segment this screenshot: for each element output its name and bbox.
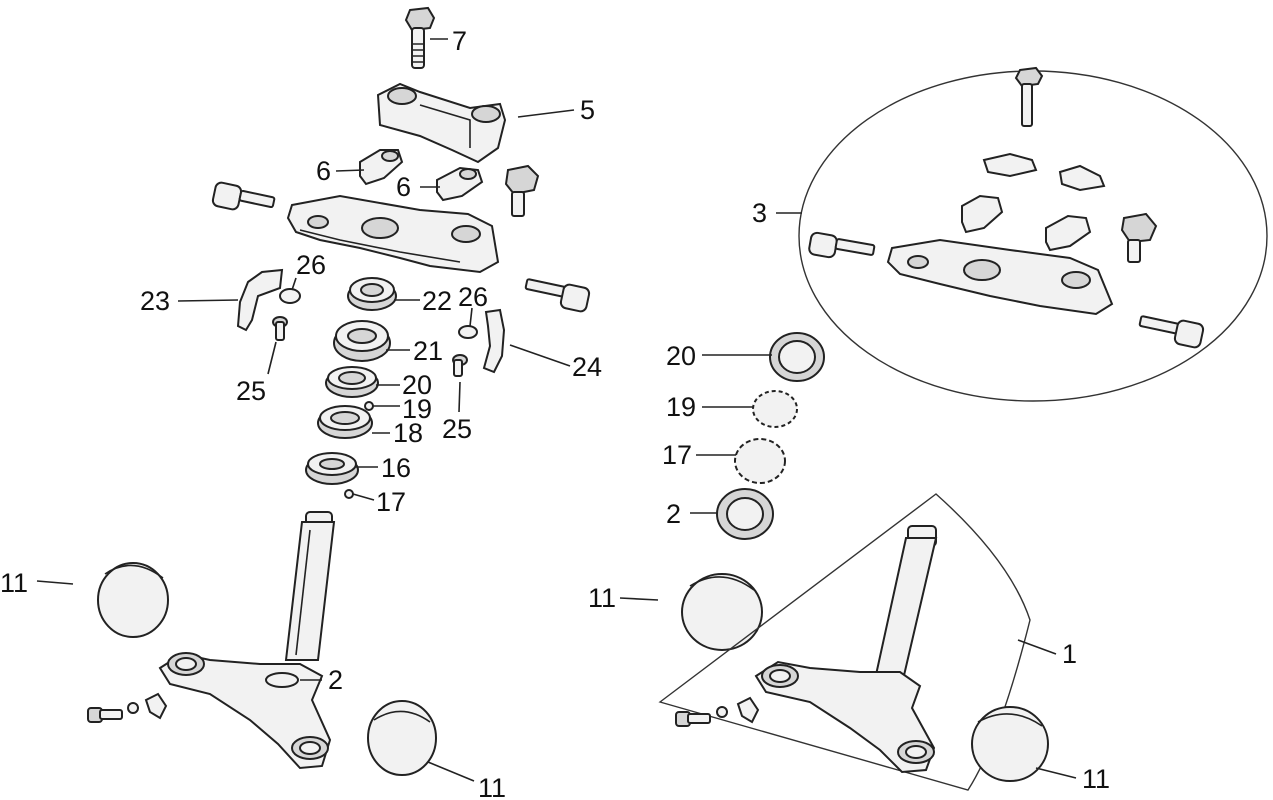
callout-6: 6 — [396, 172, 411, 202]
callout-25: 25 — [236, 376, 266, 406]
callout-19: 19 — [402, 394, 432, 424]
callout-6: 6 — [316, 156, 331, 186]
part-19-ball — [364, 401, 374, 411]
part-20-race-right — [769, 332, 825, 382]
part-17-cage-right — [734, 438, 786, 484]
callout-3: 3 — [752, 198, 767, 228]
callout-20: 20 — [402, 370, 432, 400]
callout-19: 19 — [666, 392, 696, 422]
part-7-bolt — [404, 6, 436, 69]
part-11-plug-c — [681, 573, 763, 651]
callout-11: 11 — [588, 583, 616, 613]
callout-22: 22 — [422, 286, 452, 316]
callout-16: 16 — [381, 453, 411, 483]
callout-24: 24 — [572, 352, 602, 382]
part-26-washer-b — [458, 325, 478, 339]
callout-17: 17 — [662, 440, 692, 470]
part-18-bearing — [317, 405, 373, 439]
callout-21: 21 — [413, 336, 443, 366]
callout-26: 26 — [458, 282, 488, 312]
callout-17: 17 — [376, 487, 406, 517]
callout-20: 20 — [666, 341, 696, 371]
right-assembly — [619, 66, 1268, 791]
callout-18: 18 — [393, 418, 423, 448]
part-11-plug-d — [971, 706, 1049, 782]
part-1-steering-stem-right — [675, 525, 938, 774]
part-22-nut — [347, 277, 397, 311]
socket-bolt-left — [211, 181, 276, 211]
callout-23: 23 — [140, 286, 170, 316]
part-3-contents — [808, 66, 1205, 349]
callout-1: 1 — [1062, 639, 1077, 669]
callout-labels: 7 5 6 6 26 23 22 26 21 24 25 20 19 18 25… — [0, 26, 1110, 800]
callout-25: 25 — [442, 414, 472, 444]
part-2-race-right — [716, 488, 774, 540]
part-26-washer-a — [279, 288, 301, 304]
part-11-plug-b — [367, 700, 437, 776]
right-leader-lines — [619, 212, 1077, 779]
part-2-steering-stem — [158, 511, 336, 770]
bottom-bolt-set — [87, 692, 168, 723]
part-23-bracket — [236, 268, 284, 332]
part-16-race — [305, 452, 359, 485]
left-assembly — [36, 6, 591, 782]
callout-7: 7 — [452, 26, 467, 56]
callout-11: 11 — [1082, 764, 1110, 794]
part-21-race — [333, 320, 391, 362]
part-20-race — [325, 366, 379, 398]
part-17-ball — [344, 489, 354, 499]
callout-5: 5 — [580, 95, 595, 125]
upper-triple-plate — [286, 194, 500, 274]
part-6-clamp-b — [436, 166, 484, 202]
callout-11: 11 — [0, 568, 28, 598]
callout-11: 11 — [478, 773, 506, 800]
part-24-bracket — [482, 308, 506, 374]
part-19-cage-right — [752, 390, 798, 428]
part-11-plug-a — [97, 562, 169, 638]
callout-26: 26 — [296, 250, 326, 280]
flange-bolt — [504, 164, 540, 217]
socket-bolt-right — [524, 278, 591, 313]
left-leader-lines — [36, 38, 575, 782]
part-25-screw-b — [452, 354, 468, 377]
callout-2: 2 — [328, 665, 343, 695]
part-25-screw-a — [272, 316, 288, 341]
part-6-clamp-a — [359, 149, 404, 186]
callout-2: 2 — [666, 499, 681, 529]
part-5-top-clamp — [376, 82, 507, 164]
